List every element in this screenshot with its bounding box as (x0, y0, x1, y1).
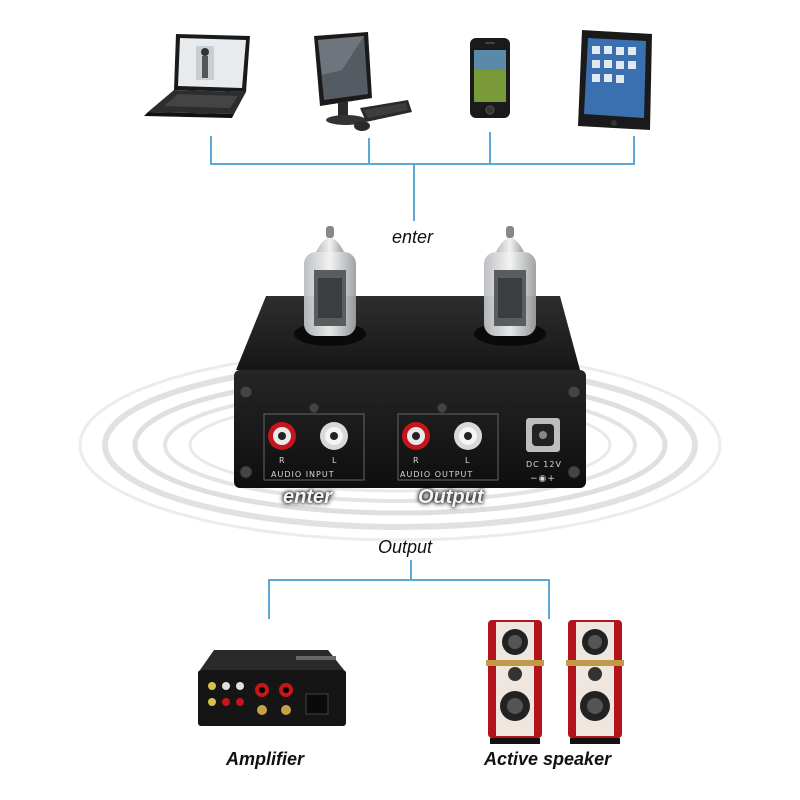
laptop-icon (144, 34, 250, 118)
speaker-icon (566, 620, 624, 744)
output-l-label: L (465, 456, 471, 465)
tube-preamp-image (234, 226, 586, 488)
rca-jack-icon (268, 422, 296, 450)
top-enter-label: enter (392, 227, 434, 247)
rca-jack-icon (402, 422, 430, 450)
connector-line (633, 136, 635, 164)
audio-input-label: AUDIO INPUT (271, 470, 335, 479)
rca-jack-icon (454, 422, 482, 450)
amplifier-label: Amplifier (226, 749, 305, 769)
dc-label: DC 12V (526, 460, 562, 469)
smartphone-icon (470, 38, 510, 118)
speaker-icon (486, 620, 544, 744)
amplifier-icon (198, 650, 346, 726)
active-speaker-label: Active speaker (484, 749, 612, 769)
tablet-icon (578, 30, 652, 130)
panel-enter-label: enter (283, 486, 332, 508)
vacuum-tube-icon (484, 226, 536, 336)
connector-line (268, 579, 550, 581)
polarity-label: −◉+ (530, 474, 556, 484)
connector-line (268, 579, 270, 619)
output-label: Output (378, 537, 433, 557)
input-r-label: R (279, 456, 286, 465)
desktop-computer-icon (314, 32, 412, 131)
rca-jack-icon (320, 422, 348, 450)
audio-output-label: AUDIO OUTPUT (400, 470, 474, 479)
output-r-label: R (413, 456, 420, 465)
connector-line (210, 136, 212, 164)
connector-line (410, 560, 412, 580)
connector-line (489, 132, 491, 164)
vacuum-tube-icon (304, 226, 356, 336)
input-l-label: L (332, 456, 338, 465)
connector-line (548, 579, 550, 619)
panel-output-label: Output (418, 486, 484, 508)
connector-line (210, 163, 635, 165)
connector-line (413, 163, 415, 221)
connector-line (368, 138, 370, 164)
